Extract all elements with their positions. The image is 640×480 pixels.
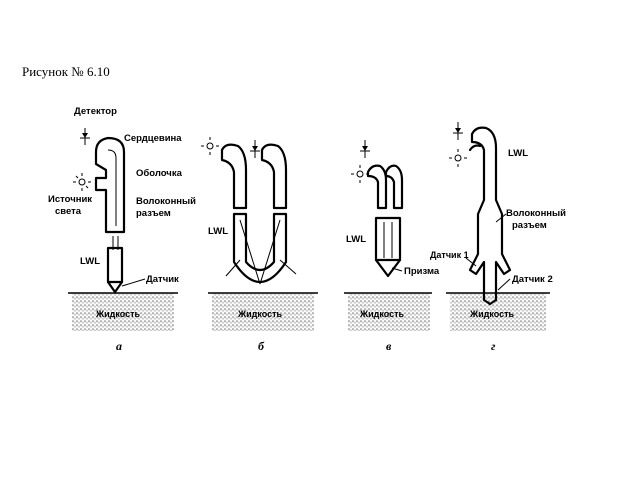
label-connector-2: разъем [136, 208, 171, 219]
light-source-icon [351, 165, 369, 183]
label-connector-d-2: разъем [512, 220, 547, 231]
liquid-tank-a [72, 293, 174, 331]
label-prism: Призма [404, 266, 440, 277]
label-lwl-b: LWL [208, 226, 228, 237]
label-detector: Детектор [74, 106, 117, 117]
detector-icon [360, 140, 370, 158]
detector-icon [453, 122, 463, 140]
panel-letter-a: а [116, 339, 122, 353]
figure-caption: Рисунок № 6.10 [22, 64, 110, 79]
label-source: Источник [48, 194, 92, 205]
label-source-2: света [55, 206, 82, 217]
label-liquid-b: Жидкость [237, 309, 283, 319]
label-core: Сердцевина [124, 133, 182, 144]
label-connector-d: Волоконный [506, 208, 566, 219]
light-source-icon [73, 173, 91, 191]
label-sensor-a: Датчик [146, 274, 179, 285]
label-liquid-a: Жидкость [95, 309, 141, 319]
label-lwl-a: LWL [80, 256, 100, 267]
liquid-tank-c [348, 293, 430, 331]
panel-d: LWL Волоконный разъем Датчик 1 Датчик 2 … [430, 122, 566, 353]
panel-b: LWL Жидкость б [201, 137, 318, 353]
label-sensor-2: Датчик 2 [512, 274, 553, 285]
label-connector: Волоконный [136, 196, 196, 207]
label-liquid-c: Жидкость [359, 309, 405, 319]
panel-a: Детектор Сердцевина Оболочка Источник св… [48, 106, 196, 353]
light-source-icon [449, 149, 467, 167]
panel-letter-d: г [491, 339, 496, 353]
panel-letter-c: в [386, 339, 392, 353]
detector-icon [250, 140, 260, 158]
label-liquid-d: Жидкость [469, 309, 515, 319]
light-source-icon [201, 137, 219, 155]
panel-c: LWL Призма Жидкость в [344, 140, 440, 353]
label-lwl-c: LWL [346, 234, 366, 245]
detector-icon [80, 128, 90, 145]
label-cladding: Оболочка [136, 168, 183, 179]
label-lwl-d: LWL [508, 148, 528, 159]
liquid-tank-d [450, 293, 546, 331]
panel-letter-b: б [258, 339, 265, 353]
label-sensor-1: Датчик 1 [430, 250, 469, 260]
liquid-tank-b [212, 293, 314, 331]
